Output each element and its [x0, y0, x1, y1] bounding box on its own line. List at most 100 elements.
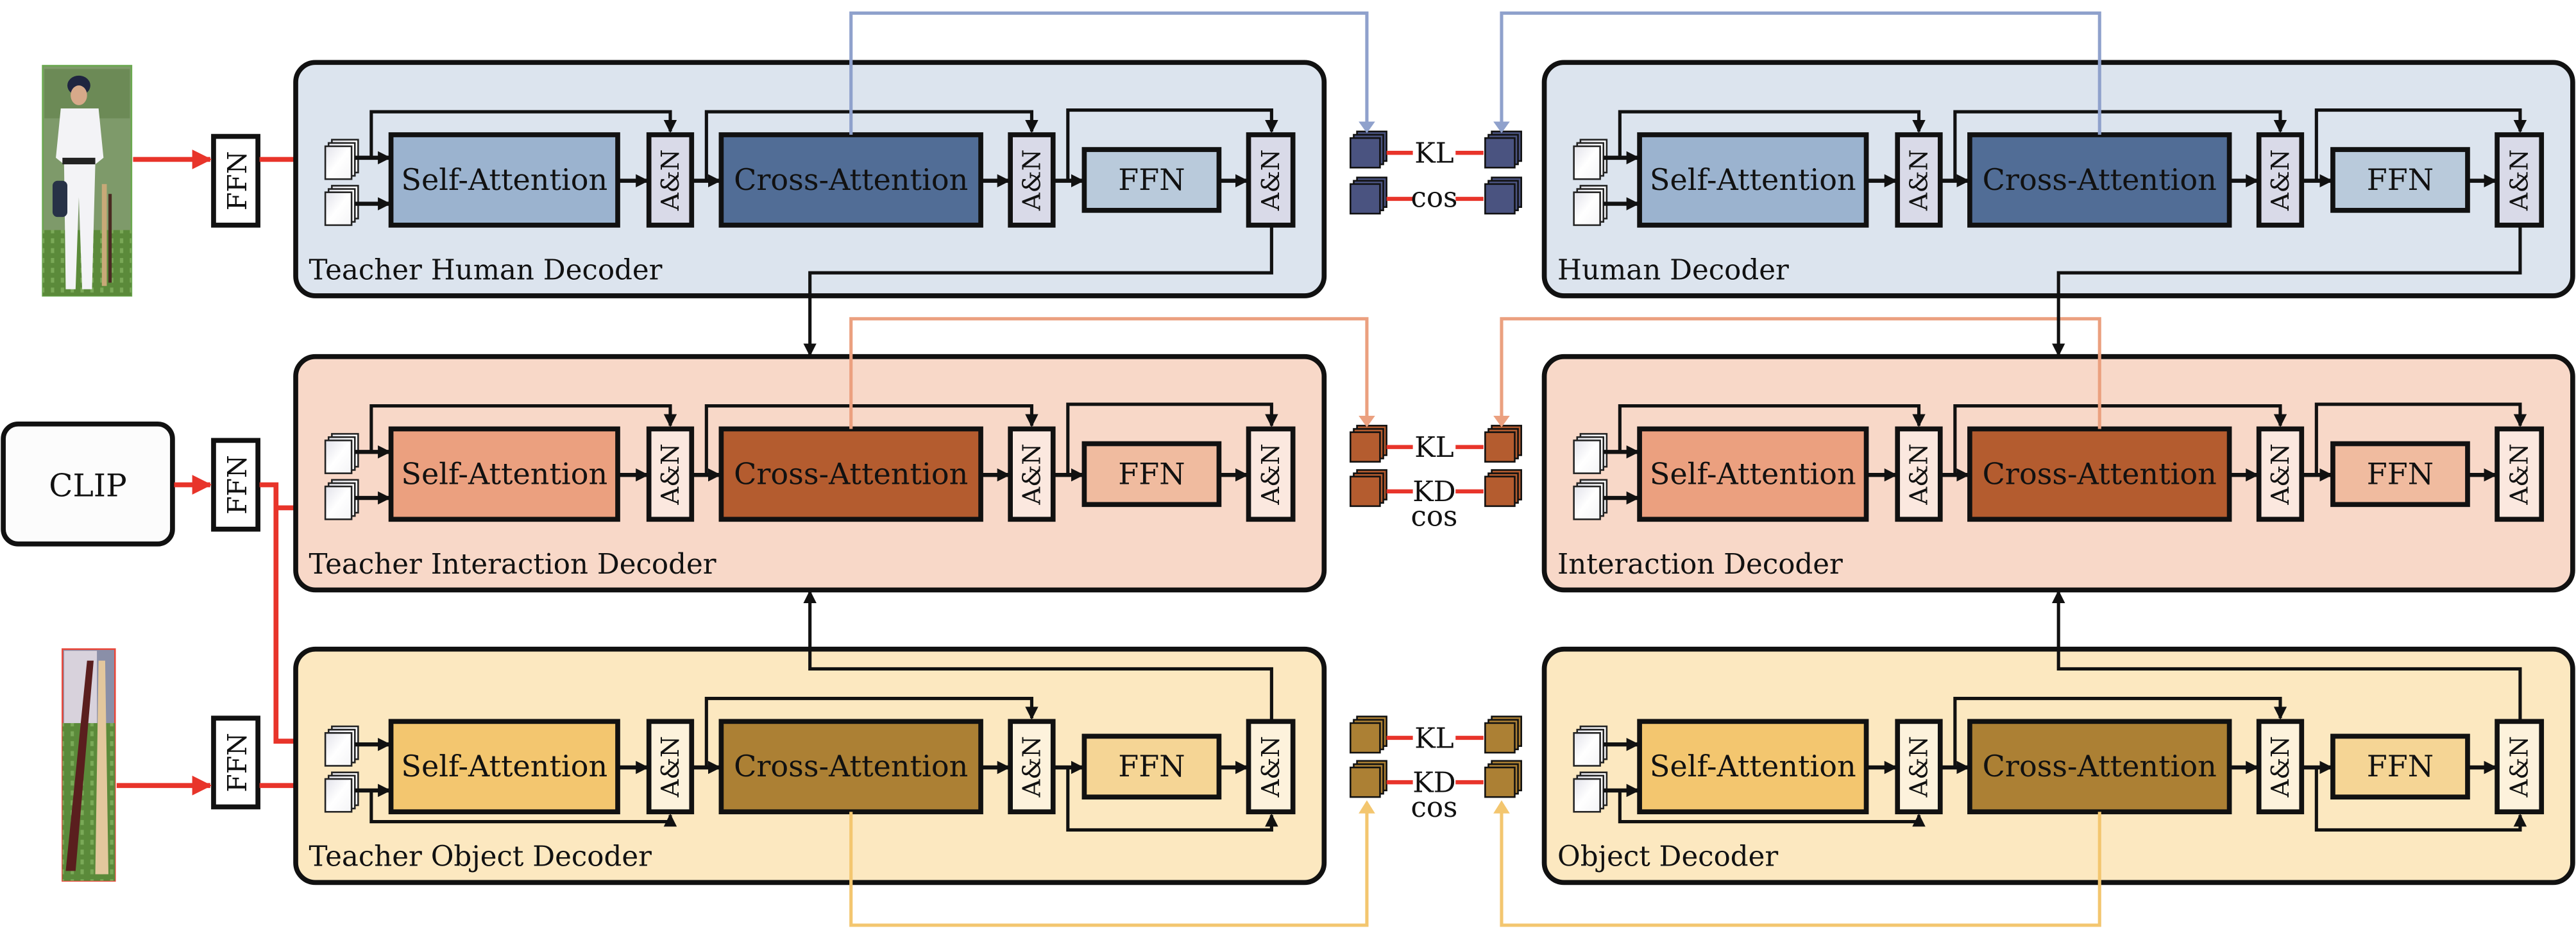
add-norm-block-2-rect — [1008, 719, 1056, 815]
residual-skip-ffn — [1066, 767, 1278, 832]
self-attention-block: Self-Attention — [1637, 426, 1869, 522]
add-norm-block-3-rect — [2495, 426, 2545, 522]
cross-attention-block-rect — [1967, 719, 2232, 815]
input-ffn-human: FFN — [211, 133, 260, 228]
loss-label-kd: KD — [1412, 476, 1455, 508]
panel-title: Interaction Decoder — [1557, 549, 1843, 581]
query-token-stack-bottom — [1573, 479, 1608, 520]
add-norm-block-3: A&N — [1246, 426, 1296, 522]
ffn-block: FFN — [2330, 441, 2470, 508]
ffn-block-rect — [2330, 147, 2470, 213]
feature-cube — [1484, 722, 1516, 754]
cross-attention-block: Cross-Attention — [1967, 719, 2232, 815]
add-norm-block-3-label: A&N — [2505, 150, 2534, 212]
loss-label-kd: KD — [1412, 767, 1455, 799]
residual-skip-cross-attn — [704, 110, 1038, 181]
student-cross-attn-tap — [1500, 317, 2101, 429]
cross-attention-block: Cross-Attention — [718, 132, 983, 228]
student-cube-top — [1484, 715, 1522, 754]
clip-label: CLIP — [49, 468, 127, 504]
add-norm-block-3: A&N — [2495, 719, 2545, 815]
self-attention-block-rect — [388, 426, 620, 522]
add-norm-block-1-rect — [1895, 719, 1943, 815]
teacher-cube-top — [1350, 425, 1387, 463]
residual-skip-cross-attn — [1953, 404, 2287, 475]
input-ffn-label: FFN — [222, 733, 253, 792]
query-token-stack-bottom — [324, 771, 359, 813]
student-cube-bottom — [1484, 760, 1522, 798]
tap-arrowhead-icon — [1493, 121, 1510, 133]
add-norm-block-1-rect — [646, 132, 695, 228]
query-token-stack-bottom — [1573, 185, 1608, 226]
tap-arrowhead-icon — [1359, 415, 1375, 427]
feature-cube — [1350, 431, 1381, 463]
add-norm-block-3: A&N — [2495, 132, 2545, 228]
residual-skip-cross-attn — [1953, 110, 2287, 181]
distill-human: KL cos — [849, 11, 2101, 215]
tap-arrowhead-icon — [1359, 800, 1375, 814]
add-norm-block-2: A&N — [1008, 426, 1056, 522]
token-sheet — [324, 732, 353, 767]
residual-skip-cross-attn — [1953, 696, 2287, 768]
teacher-cube-top — [1350, 130, 1387, 169]
token-sheet — [1573, 440, 1601, 474]
teacher-cross-attn-tap — [849, 11, 1369, 135]
loss-label-cos: cos — [1411, 792, 1457, 824]
add-norm-block-3-label: A&N — [2505, 443, 2534, 506]
ffn-block-label: FFN — [1118, 456, 1185, 491]
add-norm-block-1: A&N — [1895, 719, 1943, 815]
ffn-block-label: FFN — [2367, 456, 2434, 491]
panel-title: Teacher Human Decoder — [309, 254, 663, 286]
query-token-stack-top — [1573, 139, 1608, 180]
add-norm-block-2-rect — [1008, 426, 1056, 522]
cross-attention-block-label: Cross-Attention — [1983, 749, 2217, 783]
self-attention-block-label: Self-Attention — [401, 749, 607, 783]
feature-cube — [1350, 475, 1381, 508]
self-attention-block: Self-Attention — [388, 719, 620, 815]
add-norm-block-3-rect — [2495, 719, 2545, 815]
feature-cube — [1484, 766, 1516, 798]
input-ffn-box — [211, 133, 260, 228]
ffn-block-rect — [2330, 441, 2470, 508]
feature-cube — [1484, 475, 1516, 508]
object-input-image — [62, 648, 116, 882]
student-cross-attn-tap — [1500, 807, 2101, 927]
add-norm-block-3-rect — [1246, 719, 1296, 815]
self-attention-block-rect — [388, 719, 620, 815]
loss-label-cos: cos — [1411, 182, 1457, 214]
teacher-cross-attn-tap — [849, 807, 1369, 927]
self-attention-block-label: Self-Attention — [1650, 749, 1856, 783]
teacher-cube-bottom — [1350, 176, 1387, 215]
student-cube-bottom — [1484, 469, 1522, 508]
ffn-block-rect — [1081, 733, 1222, 800]
ffn-block-label: FFN — [2367, 749, 2434, 783]
add-norm-block-1: A&N — [1895, 426, 1943, 522]
add-norm-block-1: A&N — [1895, 132, 1943, 228]
loss-label-kl: KL — [1414, 722, 1453, 755]
add-norm-block-3-label: A&N — [2505, 736, 2534, 798]
residual-skip-self-attn — [369, 110, 677, 158]
loss-label-kl: KL — [1414, 138, 1453, 170]
self-attention-block: Self-Attention — [1637, 132, 1869, 228]
add-norm-block-2-label: A&N — [1017, 443, 1046, 506]
self-attention-block-rect — [1637, 132, 1869, 228]
ffn-block: FFN — [1081, 733, 1222, 800]
panel-title: Object Decoder — [1557, 841, 1778, 873]
cross-attention-block: Cross-Attention — [1967, 426, 2232, 522]
add-norm-block-2: A&N — [1008, 719, 1056, 815]
cross-attention-block: Cross-Attention — [718, 719, 983, 815]
token-sheet — [1573, 732, 1601, 767]
teacher-cube-top — [1350, 715, 1387, 754]
add-norm-block-2-label: A&N — [1017, 150, 1046, 212]
ffn-block: FFN — [2330, 733, 2470, 800]
add-norm-block-2-label: A&N — [1017, 736, 1046, 798]
input-ffn-box — [211, 715, 260, 810]
self-attention-block: Self-Attention — [1637, 719, 1869, 815]
add-norm-block-3-label: A&N — [1257, 736, 1285, 798]
add-norm-block-3-label: A&N — [1257, 150, 1285, 212]
